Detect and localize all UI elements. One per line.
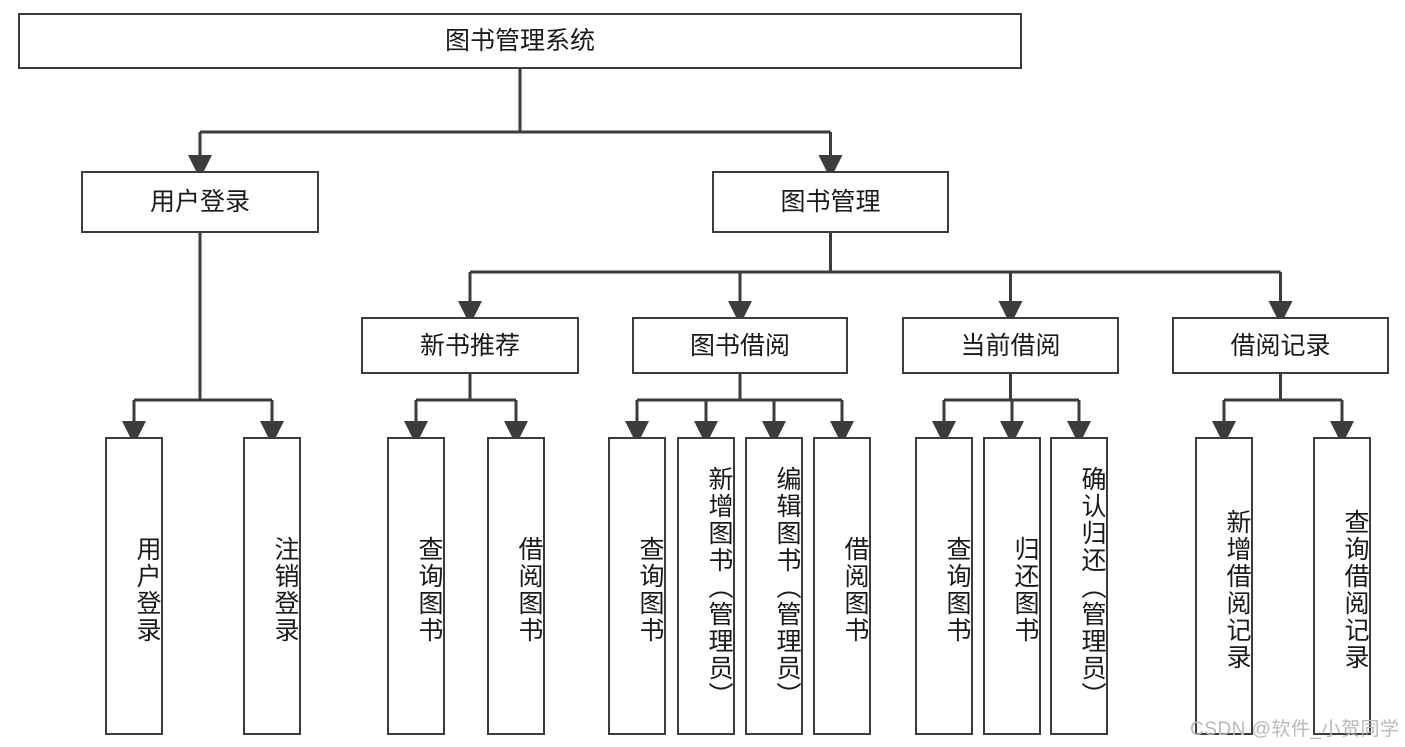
node-leaf-confirm-return[interactable]: 确认归还（管理员） bbox=[1050, 437, 1108, 735]
node-leaf-add-record[interactable]: 新增借阅记录 bbox=[1195, 437, 1253, 735]
watermark: CSDN @软件_小贺同学 bbox=[1190, 719, 1400, 740]
node-root[interactable]: 图书管理系统 bbox=[18, 13, 1022, 69]
node-leaf-query-book-2-label: 查询图书 bbox=[636, 536, 664, 644]
node-leaf-user-login[interactable]: 用户登录 bbox=[105, 437, 163, 735]
node-leaf-add-record-label: 新增借阅记录 bbox=[1223, 509, 1251, 671]
node-leaf-borrow-book-2-label: 借阅图书 bbox=[841, 536, 869, 644]
node-leaf-user-login-label: 用户登录 bbox=[133, 536, 161, 644]
node-book-manage-label: 图书管理 bbox=[780, 188, 881, 216]
node-leaf-query-book-1[interactable]: 查询图书 bbox=[387, 437, 445, 735]
node-leaf-edit-book-label: 编辑图书（管理员） bbox=[773, 465, 801, 709]
node-leaf-user-logout-label: 注销登录 bbox=[271, 536, 299, 644]
node-leaf-return-book-label: 归还图书 bbox=[1011, 536, 1039, 644]
node-user-login[interactable]: 用户登录 bbox=[81, 171, 319, 233]
node-leaf-edit-book[interactable]: 编辑图书（管理员） bbox=[745, 437, 803, 735]
node-book-borrow[interactable]: 图书借阅 bbox=[632, 317, 848, 374]
node-borrow-record-label: 借阅记录 bbox=[1230, 331, 1331, 360]
node-leaf-confirm-return-label: 确认归还（管理员） bbox=[1078, 465, 1106, 709]
node-book-borrow-label: 图书借阅 bbox=[689, 331, 790, 360]
node-book-manage[interactable]: 图书管理 bbox=[712, 171, 949, 233]
node-leaf-borrow-book-1-label: 借阅图书 bbox=[515, 536, 543, 644]
node-current-borrow[interactable]: 当前借阅 bbox=[902, 317, 1119, 374]
node-leaf-user-logout[interactable]: 注销登录 bbox=[243, 437, 301, 735]
node-leaf-borrow-book-1[interactable]: 借阅图书 bbox=[487, 437, 545, 735]
node-borrow-record[interactable]: 借阅记录 bbox=[1172, 317, 1389, 374]
node-leaf-return-book[interactable]: 归还图书 bbox=[983, 437, 1041, 735]
node-leaf-query-book-1-label: 查询图书 bbox=[415, 536, 443, 644]
node-user-login-label: 用户登录 bbox=[149, 188, 250, 216]
node-leaf-add-book[interactable]: 新增图书（管理员） bbox=[677, 437, 735, 735]
node-leaf-query-book-2[interactable]: 查询图书 bbox=[608, 437, 666, 735]
node-leaf-query-book-3[interactable]: 查询图书 bbox=[915, 437, 973, 735]
node-leaf-query-record[interactable]: 查询借阅记录 bbox=[1313, 437, 1371, 735]
node-current-borrow-label: 当前借阅 bbox=[960, 331, 1061, 360]
node-leaf-borrow-book-2[interactable]: 借阅图书 bbox=[813, 437, 871, 735]
node-new-book-recommend-label: 新书推荐 bbox=[419, 331, 520, 360]
node-new-book-recommend[interactable]: 新书推荐 bbox=[361, 317, 579, 374]
node-leaf-add-book-label: 新增图书（管理员） bbox=[705, 465, 733, 709]
node-leaf-query-book-3-label: 查询图书 bbox=[943, 536, 971, 644]
node-leaf-query-record-label: 查询借阅记录 bbox=[1341, 509, 1369, 671]
node-root-label: 图书管理系统 bbox=[444, 27, 595, 55]
